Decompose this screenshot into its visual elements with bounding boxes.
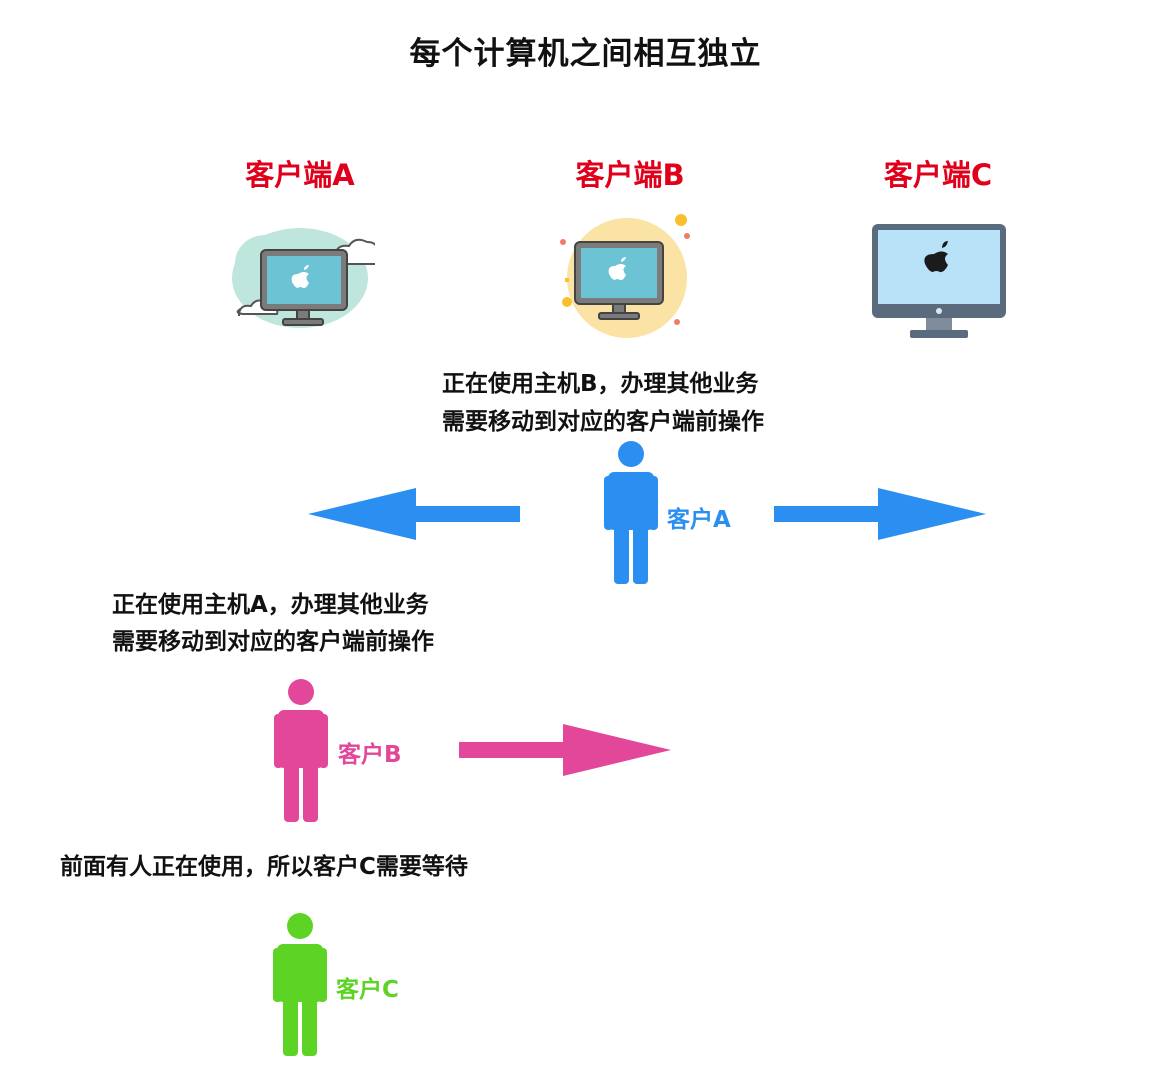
customer-b-figure (272, 678, 330, 824)
imac-icon (870, 222, 1008, 342)
customer-a-note-line1: 正在使用主机B，办理其他业务 (442, 371, 759, 397)
customer-a-note-line2: 需要移动到对应的客户端前操作 (442, 409, 764, 435)
customer-b-label: 客户B (338, 742, 402, 768)
right-arrow-pink (459, 724, 673, 776)
customer-c-note: 前面有人正在使用，所以客户C需要等待 (60, 854, 468, 880)
diagram-title: 每个计算机之间相互独立 (409, 36, 762, 72)
customer-a-label: 客户A (667, 507, 731, 533)
customer-b-note-line1: 正在使用主机A，办理其他业务 (112, 592, 429, 618)
customer-b-note-line2: 需要移动到对应的客户端前操作 (112, 629, 434, 655)
monitor-sun-icon (555, 210, 705, 340)
customer-a-figure (602, 440, 660, 586)
client-a-label: 客户端A (245, 158, 355, 192)
monitor-cloud-icon (225, 218, 375, 338)
client-b-label: 客户端B (575, 158, 685, 192)
customer-c-figure (271, 912, 329, 1058)
client-c-label: 客户端C (883, 158, 993, 192)
customer-c-label: 客户C (336, 977, 399, 1003)
right-arrow-blue (774, 488, 988, 540)
left-arrow-blue (308, 488, 522, 540)
